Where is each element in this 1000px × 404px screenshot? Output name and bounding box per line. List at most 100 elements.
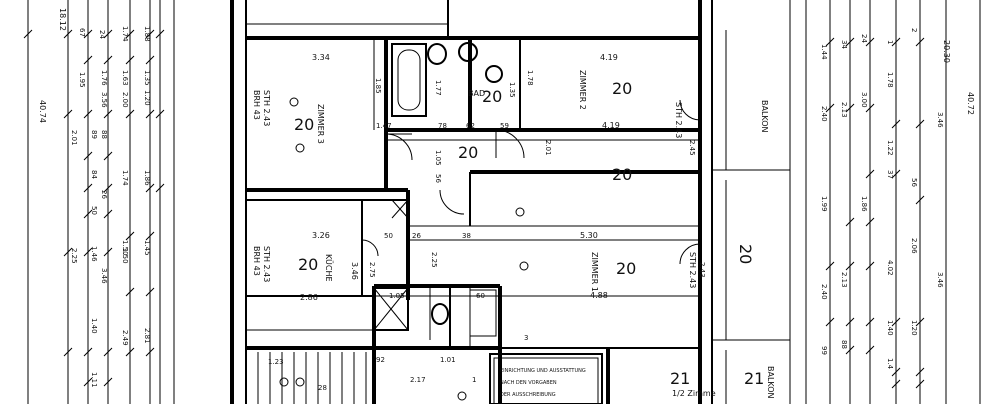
room-zimmer2-sth: STH 2.43 bbox=[674, 102, 683, 138]
dim: 3.46 bbox=[350, 262, 359, 280]
dim-left: 18.12 bbox=[58, 8, 67, 31]
lamp-icon bbox=[519, 261, 529, 271]
toilet-icon bbox=[427, 43, 447, 65]
dim-left: 1.50 bbox=[121, 240, 129, 256]
dim-left: 1.11 bbox=[90, 372, 98, 388]
dim-left: 1.74 bbox=[121, 26, 129, 42]
room-zimmer1-number: 20 bbox=[616, 259, 636, 278]
lamp-icon bbox=[515, 207, 525, 217]
room-zimmer1-name: ZIMMER 1 bbox=[590, 252, 599, 292]
interior-dimensions: 3.34 4.19 4.19 3.26 5.30 4.88 2.86 3.46 … bbox=[268, 53, 706, 392]
dim-right: 37 bbox=[886, 170, 894, 179]
dim-left: 1.20 bbox=[143, 90, 151, 106]
room-zimmer2-number: 20 bbox=[612, 79, 632, 98]
lamp-icon bbox=[457, 391, 467, 401]
dim-left: 3.46 bbox=[100, 268, 108, 284]
dim-right: 3.46 bbox=[936, 112, 944, 128]
dim: 1.35 bbox=[508, 82, 516, 98]
room-zimmer2-name: ZIMMER 2 bbox=[578, 70, 587, 110]
dim: 1.01 bbox=[440, 356, 456, 364]
dim-right: 34 bbox=[840, 40, 848, 49]
dim: 2.75 bbox=[368, 262, 376, 278]
dim-right: 3.00 bbox=[860, 92, 868, 108]
dim: 1.85 bbox=[374, 78, 382, 94]
dim: 60 bbox=[476, 292, 485, 300]
dim: 2.17 bbox=[410, 376, 426, 384]
dim: 26 bbox=[412, 232, 421, 240]
right-dimension-lines: 20.30 40.72 1.44 34 24 1 2 1.78 3.00 3.4… bbox=[712, 0, 981, 404]
dim-right: 88 bbox=[840, 340, 848, 349]
lamp-icon bbox=[289, 97, 299, 107]
dim-left: 2.49 bbox=[121, 330, 129, 346]
dim: 1.05 bbox=[389, 292, 405, 300]
room-kueche-name: KÜCHE bbox=[324, 254, 334, 282]
dim: 38 bbox=[462, 232, 471, 240]
dim: 1.77 bbox=[434, 80, 442, 96]
dim-left: 1.35 bbox=[143, 70, 151, 86]
dim-left: 1.74 bbox=[121, 170, 129, 186]
dim: 1.78 bbox=[526, 70, 534, 86]
room-labels: STH 2.43 BRH 43 ZIMMER 3 20 BAD 20 ZIMME… bbox=[252, 70, 775, 399]
dim: 2.43 bbox=[698, 262, 706, 278]
dim: 2.45 bbox=[688, 140, 696, 156]
dim: 1.23 bbox=[268, 358, 284, 366]
dim-left: 1.50 bbox=[121, 248, 129, 264]
cabinet-icon bbox=[469, 289, 497, 337]
room-zimmer2-number-lower: 20 bbox=[612, 165, 632, 184]
dim-left: 1.95 bbox=[78, 72, 86, 88]
dim: 1.05 bbox=[434, 150, 442, 166]
shower-icon bbox=[373, 287, 409, 331]
dim: 78 bbox=[438, 122, 447, 130]
room-zimmer3-brh: BRH 43 bbox=[252, 90, 261, 120]
room-zimmer3-number: 20 bbox=[294, 115, 314, 134]
dim-right: 1.78 bbox=[886, 72, 894, 88]
left-dimension-lines: 40.74 18.12 67 24 1.74 1.88 1.95 1.76 3.… bbox=[23, 0, 175, 404]
dim-left: 1.46 bbox=[90, 246, 98, 262]
dim-left: 84 bbox=[90, 170, 98, 179]
dim-left: 3.56 bbox=[100, 92, 108, 108]
dim-left: 1.86 bbox=[143, 170, 151, 186]
room-balkon-mid-number: 20 bbox=[736, 244, 755, 264]
dim: 59 bbox=[500, 122, 509, 130]
dim-left: 1.76 bbox=[100, 70, 108, 86]
room-balkon-low-number: 21 bbox=[744, 369, 764, 388]
dim: 4.88 bbox=[590, 291, 608, 300]
bathroom-fixtures bbox=[373, 42, 503, 337]
lamp-icon bbox=[295, 377, 305, 387]
dim-right: 24 bbox=[860, 34, 868, 43]
dim-left: 1.88 bbox=[143, 26, 151, 42]
dim: 2.86 bbox=[300, 293, 318, 302]
dim-left: 2.81 bbox=[143, 328, 151, 344]
dim-right: 2 bbox=[910, 28, 918, 32]
dim-right: 2.13 bbox=[840, 102, 848, 118]
room-half-zimmer-name: 1/2 Zimme bbox=[672, 389, 716, 398]
room-bad-number: 20 bbox=[482, 87, 502, 106]
dim: 3.26 bbox=[312, 231, 330, 240]
doors bbox=[361, 99, 701, 265]
dim: 62 bbox=[466, 122, 475, 130]
dim-left: 50 bbox=[90, 206, 98, 215]
dim-left: 24 bbox=[98, 30, 106, 39]
dim-left: 88 bbox=[100, 130, 108, 139]
dim: 2.01 bbox=[544, 140, 552, 156]
room-zimmer1-sth: STH 2.43 bbox=[688, 252, 697, 288]
dim: 4.19 bbox=[600, 53, 618, 62]
dim-left: 1.40 bbox=[90, 318, 98, 334]
dim-total-right: 40.72 bbox=[966, 92, 975, 115]
toilet2-icon bbox=[431, 303, 449, 325]
dim-left: 67 bbox=[78, 28, 86, 37]
dim: 56 bbox=[434, 174, 442, 183]
dim-right: 3.46 bbox=[936, 272, 944, 288]
dim-left: 2.01 bbox=[70, 130, 78, 146]
dim: 92 bbox=[376, 356, 385, 364]
room-kueche-brh: BRH 43 bbox=[252, 246, 261, 276]
dim-left: 1.45 bbox=[143, 240, 151, 256]
dim: 1.47 bbox=[376, 122, 392, 130]
dim-left: 26 bbox=[100, 190, 108, 199]
dim-right: 2.13 bbox=[840, 272, 848, 288]
dim-right: 1.4 bbox=[886, 358, 894, 370]
bathtub-icon bbox=[391, 43, 427, 117]
dim-right: 99 bbox=[820, 346, 828, 355]
dim-right: 1.86 bbox=[860, 196, 868, 212]
room-balkon-top-name: BALKON bbox=[760, 100, 769, 133]
